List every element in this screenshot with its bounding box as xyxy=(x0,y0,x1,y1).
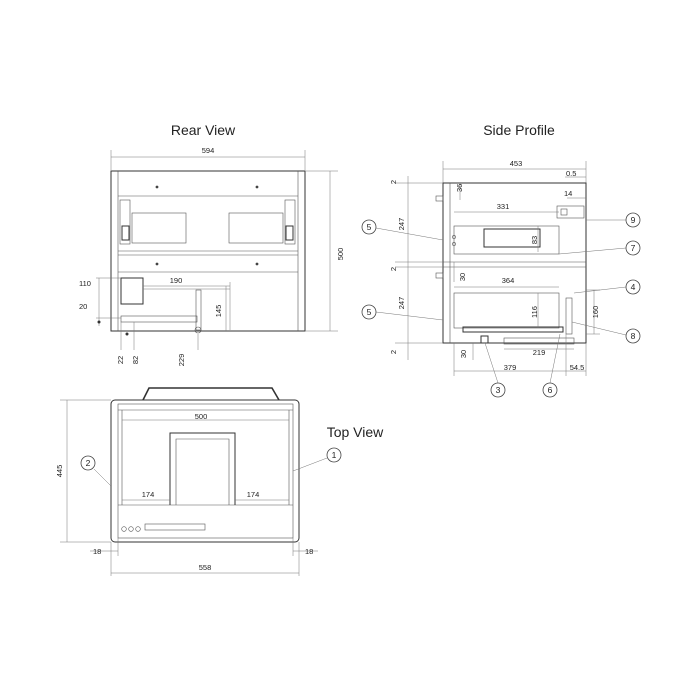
rear-view: Rear View 594 xyxy=(79,122,345,366)
top-dim-445: 445 xyxy=(55,465,64,478)
callout-6: 6 xyxy=(542,333,561,398)
side-dim-453: 453 xyxy=(510,159,523,168)
top-dim-558: 558 xyxy=(199,563,212,572)
top-view-plumbing-cutout xyxy=(169,432,236,505)
side-dim-36: 36 xyxy=(455,184,464,192)
svg-text:2: 2 xyxy=(86,458,91,468)
rear-plumbing-box xyxy=(120,277,144,305)
rear-height-label: 500 xyxy=(336,248,345,261)
rear-dim-190: 190 xyxy=(170,276,183,285)
svg-text:8: 8 xyxy=(631,331,636,341)
svg-text:9: 9 xyxy=(631,215,636,225)
svg-text:7: 7 xyxy=(631,243,636,253)
side-lower-drawer xyxy=(453,292,575,345)
side-upper-drawer xyxy=(452,205,585,255)
callout-4: 4 xyxy=(573,279,641,295)
rear-dim-20: 20 xyxy=(79,302,87,311)
svg-text:5: 5 xyxy=(367,307,372,317)
callout-2: 2 xyxy=(80,455,112,487)
top-dim-18-right: 18 xyxy=(305,547,313,556)
side-profile-title: Side Profile xyxy=(483,122,555,138)
side-dim-2-top: 2 xyxy=(389,180,398,184)
callout-5-upper: 5 xyxy=(361,219,444,241)
rear-dim-82: 82 xyxy=(131,356,140,364)
side-dim-247-top: 247 xyxy=(397,218,406,231)
side-dim-83: 83 xyxy=(530,236,539,244)
callout-8: 8 xyxy=(571,321,641,344)
svg-text:3: 3 xyxy=(496,385,501,395)
side-cabinet-outline xyxy=(442,182,587,344)
side-dim-0-5: 0.5 xyxy=(566,169,576,178)
svg-text:4: 4 xyxy=(631,282,636,292)
side-dim-14: 14 xyxy=(564,189,572,198)
rear-height-dimension: 500 xyxy=(305,170,345,332)
side-profile: Side Profile 453 0.5 xyxy=(361,122,641,398)
rear-dim-22: 22 xyxy=(116,356,125,364)
side-dim-160: 160 xyxy=(591,306,600,319)
top-dim-174-left: 174 xyxy=(142,490,155,499)
side-dim-247-bottom: 247 xyxy=(397,297,406,310)
side-dim-219: 219 xyxy=(533,348,546,357)
callout-3: 3 xyxy=(484,342,506,398)
top-dim-18-left: 18 xyxy=(93,547,101,556)
rear-bracket-left xyxy=(119,199,187,245)
side-dim-116: 116 xyxy=(530,306,539,318)
side-dim-30-top: 30 xyxy=(458,273,467,281)
callout-1: 1 xyxy=(292,447,342,472)
callout-5-lower: 5 xyxy=(361,304,444,321)
top-dim-500: 500 xyxy=(195,412,208,421)
side-dim-30-bottom: 30 xyxy=(459,350,468,358)
side-dim-54-5: 54.5 xyxy=(570,363,585,372)
rear-cabinet-outline xyxy=(110,170,306,332)
rear-dim-145: 145 xyxy=(214,305,223,318)
top-view-title: Top View xyxy=(327,424,384,440)
rear-width-label: 594 xyxy=(202,146,215,155)
side-dim-379: 379 xyxy=(504,363,517,372)
side-dim-2-mid: 2 xyxy=(389,267,398,271)
callout-9: 9 xyxy=(586,212,641,228)
svg-text:5: 5 xyxy=(367,222,372,232)
top-dim-174-right: 174 xyxy=(247,490,260,499)
svg-text:6: 6 xyxy=(548,385,553,395)
svg-text:1: 1 xyxy=(332,450,337,460)
rear-dim-110: 110 xyxy=(79,279,91,288)
side-dim-2-bottom: 2 xyxy=(389,350,398,354)
side-dim-331: 331 xyxy=(497,202,510,211)
rear-view-title: Rear View xyxy=(171,122,236,138)
rear-dim-229: 229 xyxy=(177,354,186,367)
rear-bracket-right xyxy=(228,199,296,245)
top-view-outline xyxy=(110,399,300,543)
top-view: Top View 500 174 174 445 xyxy=(55,387,384,576)
side-dim-364: 364 xyxy=(502,276,515,285)
rear-width-dimension: 594 xyxy=(110,146,306,170)
callout-7: 7 xyxy=(558,240,641,256)
top-view-handle xyxy=(142,387,280,401)
